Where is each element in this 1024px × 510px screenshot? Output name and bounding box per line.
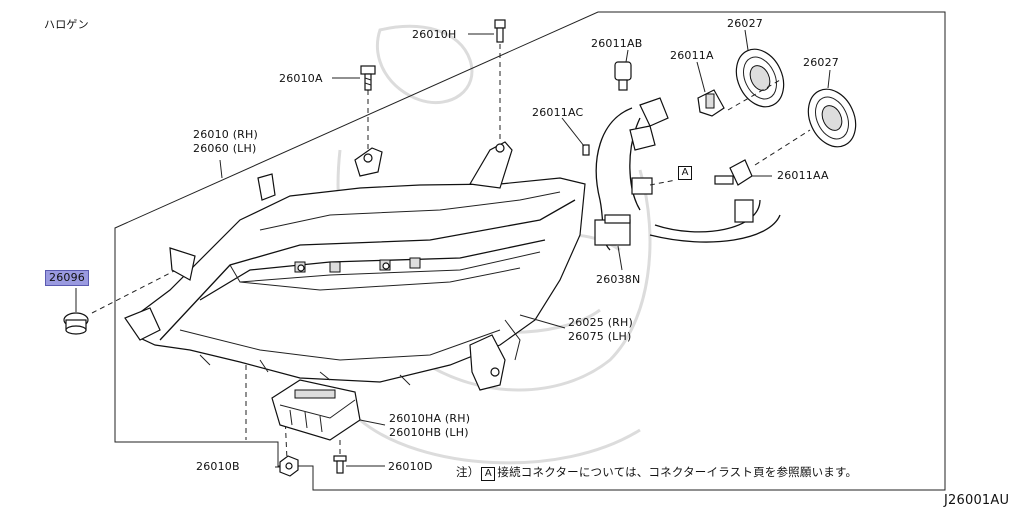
part-26038N[interactable]: 26038N — [596, 273, 641, 286]
cap-26027-b — [807, 88, 857, 148]
part-26060-lh[interactable]: 26060 (LH) — [193, 142, 257, 155]
headlamp-housing — [124, 141, 586, 391]
part-26027-upper[interactable]: 26027 — [727, 17, 763, 30]
diagram-code: J26001AU — [944, 493, 1010, 508]
bracket-26010HA — [271, 379, 361, 441]
footnote-text: 接続コネクターについては、コネクターイラスト頁を参照願います。 — [497, 465, 858, 479]
cap-26027-a — [735, 48, 785, 108]
footnote-prefix: 注） — [456, 465, 480, 479]
assembly-frame — [114, 11, 946, 491]
part-26010D[interactable]: 26010D — [388, 460, 433, 473]
part-26027-lower[interactable]: 26027 — [803, 56, 839, 69]
nut-26010B — [279, 455, 299, 477]
part-26025-rh[interactable]: 26025 (RH) — [568, 316, 633, 329]
part-26010B[interactable]: 26010B — [196, 460, 240, 473]
grommet-26096 — [63, 312, 89, 335]
part-26011AA[interactable]: 26011AA — [777, 169, 829, 182]
part-26010H[interactable]: 26010H — [412, 28, 457, 41]
screw-26010D — [333, 455, 347, 474]
part-26010HB-lh[interactable]: 26010HB (LH) — [389, 426, 469, 439]
wiring-harness — [582, 61, 781, 251]
part-26010-rh[interactable]: 26010 (RH) — [193, 128, 258, 141]
section-title: ハロゲン — [44, 18, 89, 31]
connector-callout-box: A — [678, 166, 692, 180]
footnote-box: A — [481, 467, 496, 481]
part-26011AB[interactable]: 26011AB — [591, 37, 643, 50]
part-26010HA-rh[interactable]: 26010HA (RH) — [389, 412, 471, 425]
screw-26010A — [360, 65, 376, 91]
part-26096-highlighted[interactable]: 26096 — [45, 270, 89, 286]
part-26011A[interactable]: 26011A — [670, 49, 714, 62]
part-26010A[interactable]: 26010A — [279, 72, 323, 85]
part-26011AC[interactable]: 26011AC — [532, 106, 584, 119]
screw-26010H — [494, 19, 506, 43]
part-26075-lh[interactable]: 26075 (LH) — [568, 330, 632, 343]
